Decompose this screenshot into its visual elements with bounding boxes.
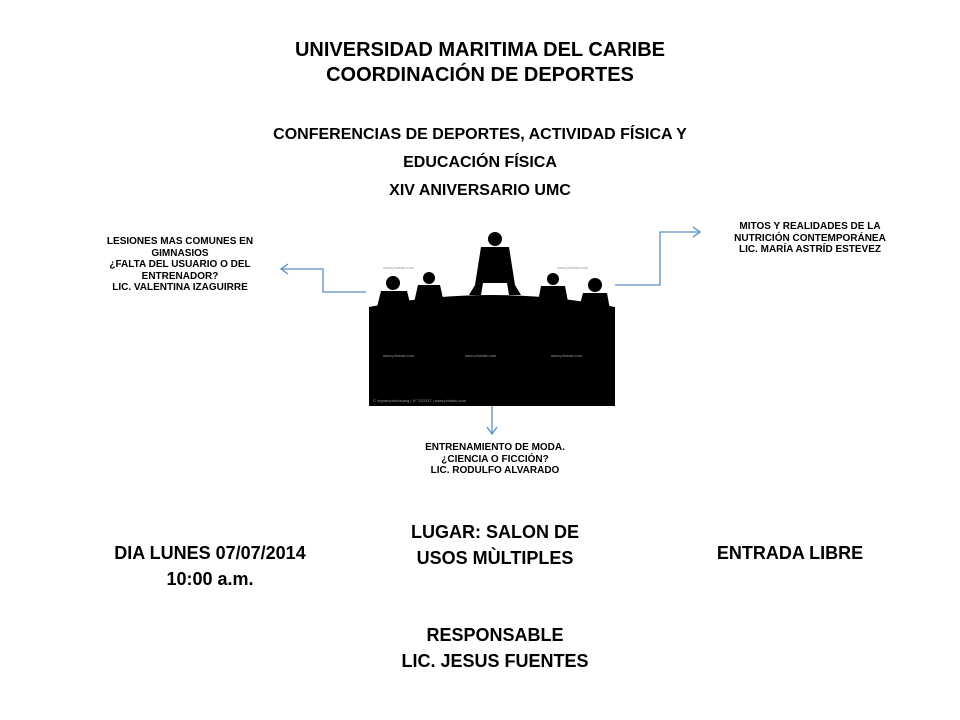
- watermark-text: www.photaki.com: [557, 265, 589, 270]
- talk-left-line-3: ¿FALTA DEL USUARIO O DEL: [109, 259, 251, 270]
- right-arrow-head: [692, 226, 702, 238]
- conference-line-3: XIV ANIVERSARIO UMC: [389, 182, 571, 199]
- image-caption: © Ingramphotostang | N° 333337 | www.pho…: [373, 398, 467, 403]
- right-arrow: [615, 231, 700, 286]
- talk-left-line-1: LESIONES MAS COMUNES EN: [106, 236, 254, 247]
- event-place-line-1: LUGAR: SALON DE: [411, 522, 579, 542]
- talk-bottom-line-1: ENTRENAMIENTO DE MODA.: [425, 442, 565, 453]
- meeting-silhouette-image: www.photaki.com www.photaki.com www.phot…: [369, 225, 615, 406]
- talk-left-line-2: GIMNASIOS: [151, 247, 209, 259]
- conference-title: CONFERENCIAS DE DEPORTES, ACTIVIDAD FÍSI…: [150, 121, 810, 205]
- watermark-text: www.photaki.com: [383, 353, 415, 358]
- talk-left-speaker: LIC. VALENTINA IZAGUIRRE: [112, 282, 248, 293]
- talk-bottom: ENTRENAMIENTO DE MODA. ¿CIENCIA O FICCIÓ…: [380, 442, 610, 477]
- talk-right-line-1: MITOS Y REALIDADES DE LA: [739, 221, 881, 232]
- watermark-text: www.photaki.com: [551, 353, 583, 358]
- talk-right-speaker: LIC. MARÍA ASTRÍD ESTEVEZ: [738, 244, 882, 255]
- talk-bottom-speaker: LIC. RODULFO ALVARADO: [430, 465, 560, 476]
- department-name: COORDINACIÓN DE DEPORTES: [326, 64, 634, 86]
- talk-left-line-4: ENTRENADOR?: [141, 270, 219, 282]
- conference-line-1: CONFERENCIAS DE DEPORTES, ACTIVIDAD FÍSI…: [273, 126, 687, 143]
- university-name: UNIVERSIDAD MARITIMA DEL CARIBE: [294, 39, 665, 61]
- event-place-line-2: USOS MÙLTIPLES: [416, 548, 574, 568]
- event-date: DIA LUNES 07/07/2014: [114, 543, 306, 563]
- conference-line-2: EDUCACIÓN FÍSICA: [403, 154, 557, 171]
- left-arrow-head: [279, 263, 289, 275]
- bottom-arrow-head: [486, 426, 498, 436]
- watermark-text: www.photaki.com: [465, 353, 497, 358]
- responsible-label: RESPONSABLE: [426, 625, 564, 645]
- talk-right: MITOS Y REALIDADES DE LA NUTRICIÓN CONTE…: [700, 221, 920, 256]
- talk-right-line-2: NUTRICIÓN CONTEMPORÁNEA: [734, 232, 886, 244]
- watermark-text: www.photaki.com: [383, 265, 415, 270]
- talk-left: LESIONES MAS COMUNES EN GIMNASIOS ¿FALTA…: [60, 236, 300, 294]
- table-silhouette: [369, 295, 615, 406]
- talk-bottom-line-2: ¿CIENCIA O FICCIÓN?: [441, 453, 549, 465]
- event-time: 10:00 a.m.: [166, 569, 254, 589]
- admission-text: ENTRADA LIBRE: [716, 543, 864, 563]
- event-place-block: LUGAR: SALON DE USOS MÙLTIPLES: [360, 519, 630, 571]
- responsible-block: RESPONSABLE LIC. JESUS FUENTES: [330, 622, 660, 674]
- responsible-name: LIC. JESUS FUENTES: [401, 651, 589, 671]
- event-date-block: DIA LUNES 07/07/2014 10:00 a.m.: [60, 540, 360, 592]
- admission-block: ENTRADA LIBRE: [660, 540, 920, 566]
- left-arrow: [281, 268, 366, 293]
- header-block: UNIVERSIDAD MARITIMA DEL CARIBE COORDINA…: [180, 38, 780, 88]
- people-silhouettes: [375, 232, 611, 315]
